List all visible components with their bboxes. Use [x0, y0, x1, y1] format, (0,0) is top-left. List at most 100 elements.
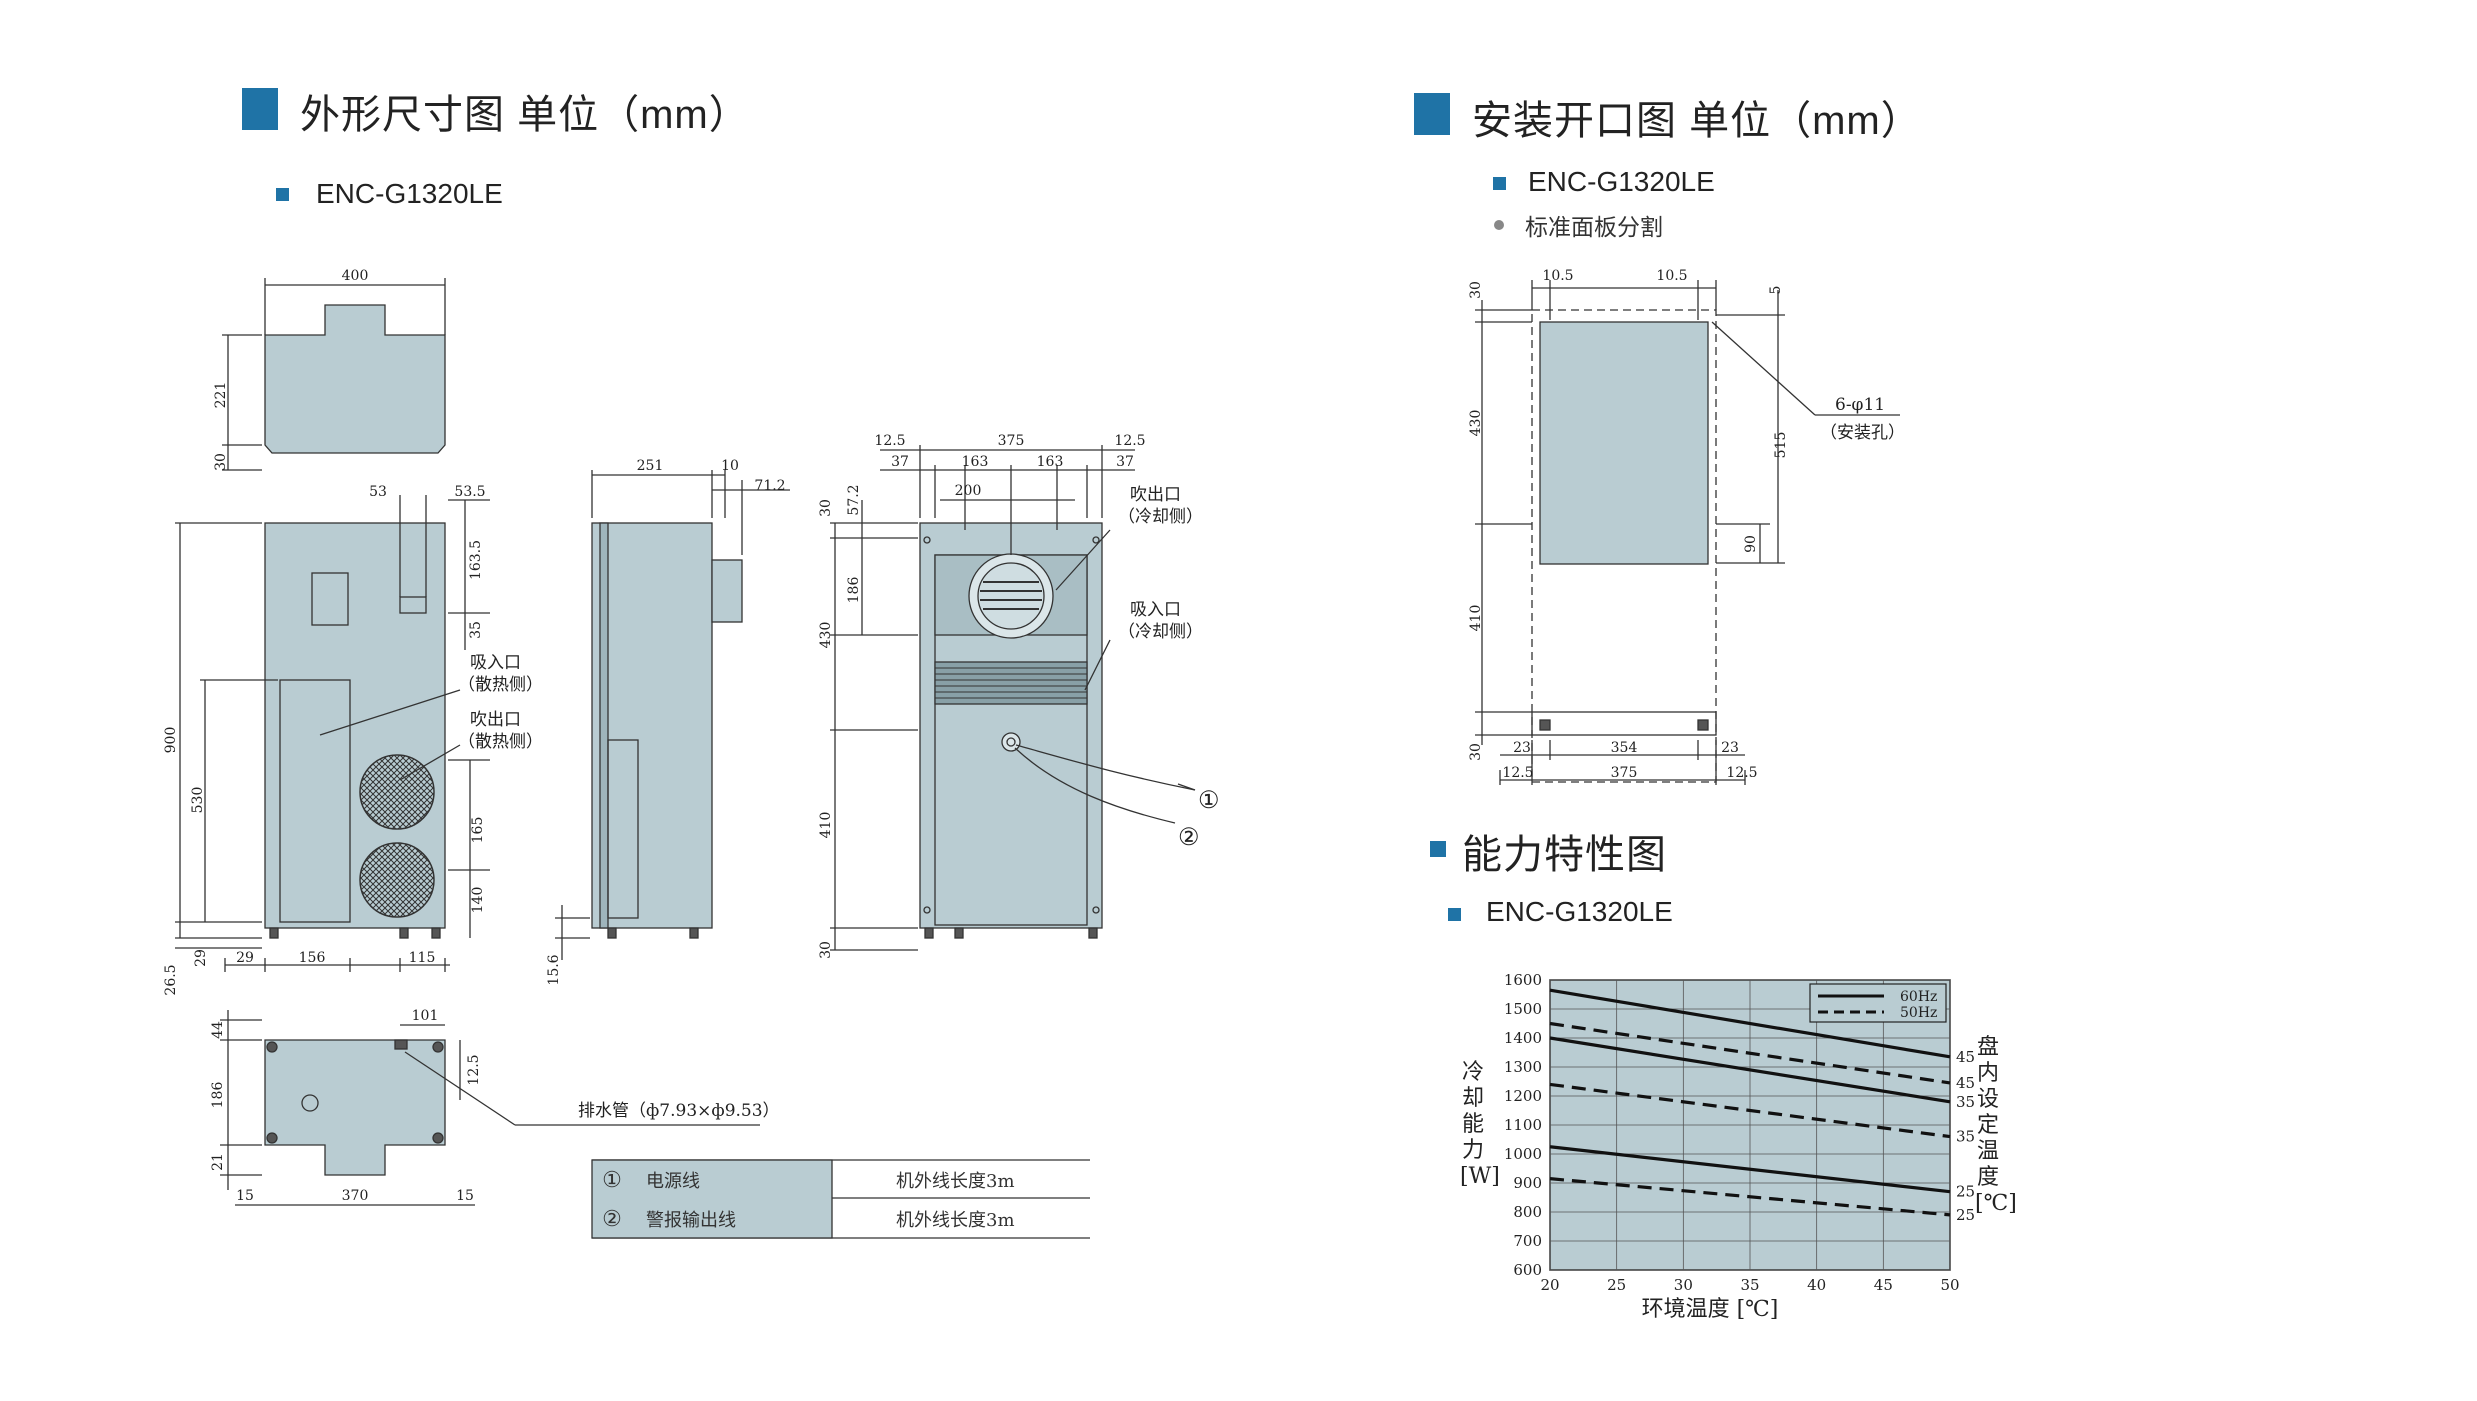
label-intake-hot-sub: （散热侧）: [458, 675, 543, 695]
dim-400: 400: [342, 268, 369, 284]
label-outlet-cold-sub: （冷却侧）: [1118, 507, 1203, 527]
x-tick-label: 50: [1940, 1276, 1959, 1294]
dim-186: 186: [846, 577, 862, 604]
dim-530: 530: [190, 787, 206, 814]
dim-156: 156: [299, 950, 326, 966]
bullet-dot: [1494, 220, 1504, 230]
x-tick-label: 45: [1874, 1276, 1893, 1294]
series-end-label: 45: [1956, 1048, 1975, 1066]
x-tick-label: 35: [1740, 1276, 1759, 1294]
bullet: [1430, 841, 1446, 857]
dim-23a: 23: [1513, 740, 1531, 756]
dim-57-2: 57.2: [846, 484, 862, 515]
dim-30-back-b: 30: [818, 941, 834, 959]
bullet: [1448, 908, 1461, 921]
label-intake-cold: 吸入口: [1130, 600, 1181, 620]
x-tick-label: 25: [1607, 1276, 1626, 1294]
dim-12-5b: 12.5: [1114, 433, 1145, 449]
dim-53: 53: [369, 484, 387, 500]
dim-29: 29: [193, 949, 209, 967]
series-end-label: 25: [1956, 1183, 1975, 1201]
dim-37a: 37: [891, 454, 909, 470]
dim-15-6: 15.6: [546, 954, 562, 985]
dim-430: 430: [1468, 410, 1484, 437]
right-model: ENC-G1320LE: [1528, 166, 1715, 197]
y-tick-label: 1400: [1504, 1029, 1542, 1047]
dim-140: 140: [470, 887, 486, 914]
dim-410: 410: [1468, 605, 1484, 632]
dim-21: 21: [210, 1153, 226, 1171]
series-line: [1549, 988, 1951, 1059]
dim-30: 30: [213, 453, 229, 471]
dim-12-5b: 12.5: [1726, 765, 1757, 781]
dim-35: 35: [468, 621, 484, 639]
legend-label: 50Hz: [1900, 1005, 1937, 1021]
dim-53-5: 53.5: [454, 484, 485, 500]
y-tick-label: 800: [1513, 1203, 1542, 1221]
y-tick-label: 600: [1513, 1261, 1542, 1279]
y-tick-label: 1500: [1504, 1000, 1542, 1018]
opening-panel: [1539, 321, 1709, 565]
label-intake-hot: 吸入口: [470, 653, 521, 673]
left-title: 外形尺寸图 单位（mm）: [300, 93, 750, 137]
x-tick-label: 40: [1807, 1276, 1826, 1294]
series-line: [1549, 1021, 1951, 1085]
legend-box: [1809, 983, 1947, 1023]
mounting-opening-drawing: 30 430 410 30 10.5 10.5 5 515 90 23 354 …: [1468, 268, 1905, 785]
label-outlet-hot: 吹出口: [470, 710, 521, 730]
chart-ylabel: 冷却能力 [W]: [1460, 1060, 1500, 1189]
section-marker: [242, 88, 278, 130]
dim-12-5a: 12.5: [874, 433, 905, 449]
table-row: ① 电源线 机外线长度3m: [602, 1167, 1015, 1193]
dim-29b: 29: [236, 950, 254, 966]
chart-model: ENC-G1320LE: [1486, 896, 1673, 927]
x-tick-label: 20: [1540, 1276, 1559, 1294]
dim-163a: 163: [962, 454, 989, 470]
x-tick-label: 30: [1674, 1276, 1693, 1294]
cable-1-mark: ①: [1198, 786, 1220, 814]
dim-370: 370: [342, 1188, 369, 1204]
cable-2-mark: ②: [1178, 823, 1200, 851]
chart-ticks: 6007008009001000110012001300140015001600…: [1504, 971, 1960, 1294]
label-drain: 排水管（ф7.93×ф9.53）: [578, 1101, 780, 1121]
dim-115: 115: [409, 950, 436, 966]
dim-23b: 23: [1721, 740, 1739, 756]
dim-186-b: 186: [210, 1082, 226, 1109]
dim-26-5: 26.5: [163, 964, 179, 995]
series-line: [1549, 1082, 1951, 1139]
dim-375: 375: [1611, 765, 1638, 781]
y-tick-label: 1300: [1504, 1058, 1542, 1076]
dim-12-5a: 12.5: [1502, 765, 1533, 781]
y-tick-label: 1000: [1504, 1145, 1542, 1163]
series-end-label: 25: [1956, 1206, 1975, 1224]
series-end-label: 35: [1956, 1128, 1975, 1146]
chart-grid: [1549, 979, 1951, 1271]
dim-163-5: 163.5: [468, 540, 484, 580]
dim-10-5a: 10.5: [1542, 268, 1573, 284]
y-tick-label: 700: [1513, 1232, 1542, 1250]
dim-30: 30: [1468, 281, 1484, 299]
bottom-view-body: [264, 1039, 446, 1176]
left-model: ENC-G1320LE: [316, 178, 503, 209]
dim-44: 44: [210, 1021, 226, 1039]
y-tick-label: 900: [1513, 1174, 1542, 1192]
dim-10: 10: [721, 458, 739, 474]
chart-section-title: 能力特性图: [1462, 833, 1667, 877]
dim-515: 515: [1773, 432, 1789, 459]
dim-90: 90: [1743, 535, 1759, 553]
label-hole-sub: （安装孔）: [1820, 423, 1905, 443]
dim-375: 375: [998, 433, 1025, 449]
dim-900: 900: [163, 727, 179, 754]
series-end-label: 45: [1956, 1074, 1975, 1092]
dim-165: 165: [470, 817, 486, 844]
chart-y2label: 盘内设定温度 [℃]: [1975, 1035, 2017, 1216]
dim-10-5b: 10.5: [1656, 268, 1687, 284]
y-tick-label: 1200: [1504, 1087, 1542, 1105]
label-intake-cold-sub: （冷却侧）: [1118, 622, 1203, 642]
series-line: [1549, 1145, 1951, 1194]
y-tick-label: 1600: [1504, 971, 1542, 989]
dim-200: 200: [955, 483, 982, 499]
top-view-body: [264, 304, 446, 454]
label-hole: 6-φ11: [1835, 395, 1885, 415]
